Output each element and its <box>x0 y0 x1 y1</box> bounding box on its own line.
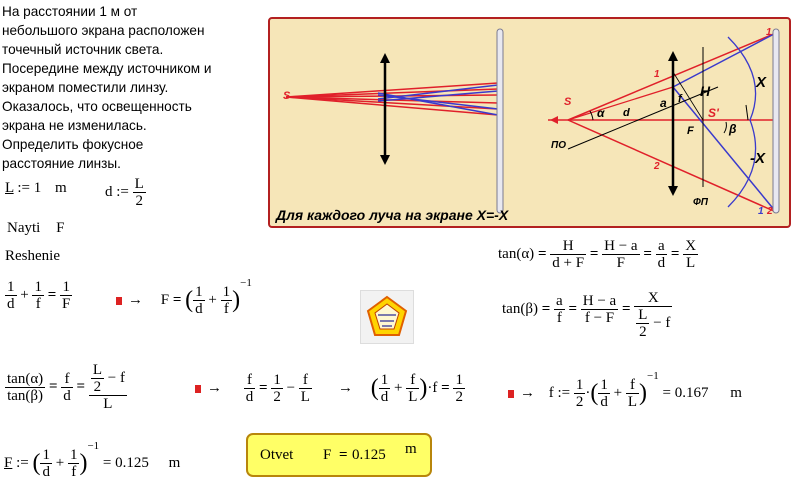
var-L: L <box>5 180 14 196</box>
label-ray1-bot: 1 <box>758 206 764 217</box>
label-F: F <box>687 125 694 137</box>
given-d: d := L 2 <box>105 176 146 209</box>
assign-op: := <box>116 183 129 200</box>
label-FP: ФП <box>693 197 709 208</box>
left-screen <box>496 28 504 214</box>
L-value: 1 <box>33 180 42 196</box>
symbolic-eval-icon <box>195 384 201 393</box>
label-f: f <box>678 93 683 105</box>
label-ray2-mid: 2 <box>653 161 660 172</box>
answer-value: 0.125 <box>352 447 386 463</box>
label-negX: -X <box>750 150 766 167</box>
answer-label: Otvet <box>260 447 294 463</box>
problem-line: экрана не изменилась. <box>2 118 147 133</box>
problem-line: Оказалось, что освещенность <box>2 99 192 114</box>
label-beta: β <box>728 122 737 136</box>
answer-var: F <box>323 447 332 463</box>
problem-line: На расстоянии 1 м от <box>2 4 138 19</box>
L-unit: m <box>55 180 67 196</box>
f-value: 0.167 <box>674 385 709 401</box>
reshenie-label: Reshenie <box>5 248 60 264</box>
diagram-panel <box>268 17 791 228</box>
nayti-label: Nayti <box>7 220 41 236</box>
label-a: a <box>660 96 667 110</box>
label-X: X <box>755 74 767 91</box>
problem-line: небольшого экрана расположен <box>2 23 205 38</box>
label-ray2-bot: 2 <box>766 206 773 217</box>
label-ray1-top: 1 <box>766 27 772 38</box>
answer-box: Otvet F = 0.125 m <box>246 433 432 477</box>
problem-line: Определить фокусное <box>2 137 144 152</box>
problem-line: Посередине между источником и <box>2 61 212 76</box>
answer-unit: m <box>405 441 417 457</box>
problem-line: точечный источник света. <box>2 42 164 57</box>
label-d: d <box>623 107 630 119</box>
mathcad-pentagon-logo-icon <box>366 295 408 336</box>
diagram-caption: Для каждого луча на экране X=-X <box>275 207 510 223</box>
nayti-var: F <box>56 220 65 236</box>
arrow-symbol: → <box>128 292 143 308</box>
label-S-left: S <box>283 90 291 102</box>
problem-line: расстояние линзы. <box>2 156 121 171</box>
optics-diagram: S S S' ПО ФП H a f <box>268 17 791 228</box>
label-ray1-mid: 1 <box>654 69 660 80</box>
F-value: 0.125 <box>115 455 149 471</box>
d-fraction: L 2 <box>132 176 146 209</box>
label-alpha: α <box>597 106 605 120</box>
right-setup <box>548 28 780 214</box>
problem-line: экраном поместили линзу. <box>2 80 169 95</box>
right-screen <box>772 28 780 214</box>
assign-op: := <box>17 180 30 196</box>
nayti-line: Nayti F <box>7 220 64 237</box>
label-S-prime: S' <box>708 106 720 120</box>
problem-text: На расстоянии 1 м от небольшого экрана р… <box>2 2 264 173</box>
label-PO: ПО <box>551 140 566 151</box>
label-H: H <box>700 83 711 99</box>
left-setup <box>285 28 504 214</box>
var-d: d <box>105 183 113 200</box>
mathcad-logo <box>360 290 414 344</box>
label-S-right: S <box>564 96 572 108</box>
optics-diagram-svg: S S S' ПО ФП H a f <box>268 17 791 228</box>
symbolic-eval-icon <box>508 389 514 398</box>
given-L: L := 1 m <box>5 180 67 197</box>
symbolic-eval-icon <box>116 296 122 305</box>
